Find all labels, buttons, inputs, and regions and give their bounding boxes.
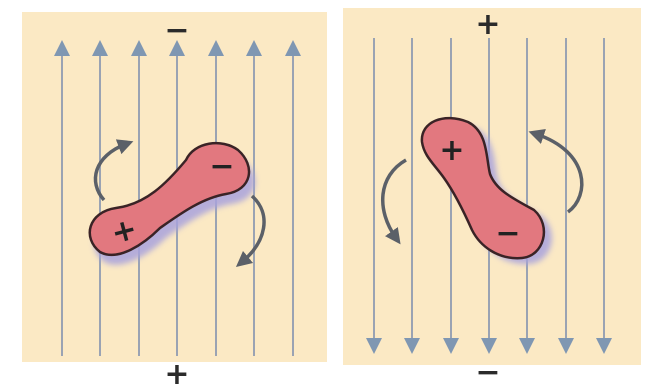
left-bottom-pole-sign: + [164, 357, 189, 385]
right-panel: + − + − [343, 7, 641, 385]
right-molecule-charge-plus: + [439, 133, 464, 168]
left-molecule-charge-minus: − [209, 149, 234, 184]
right-top-pole-sign: + [475, 7, 500, 42]
left-panel: − + + − [22, 12, 327, 385]
right-bottom-pole-sign: − [475, 355, 500, 385]
left-top-pole-sign: − [164, 13, 189, 48]
right-molecule-charge-minus: − [495, 216, 520, 251]
